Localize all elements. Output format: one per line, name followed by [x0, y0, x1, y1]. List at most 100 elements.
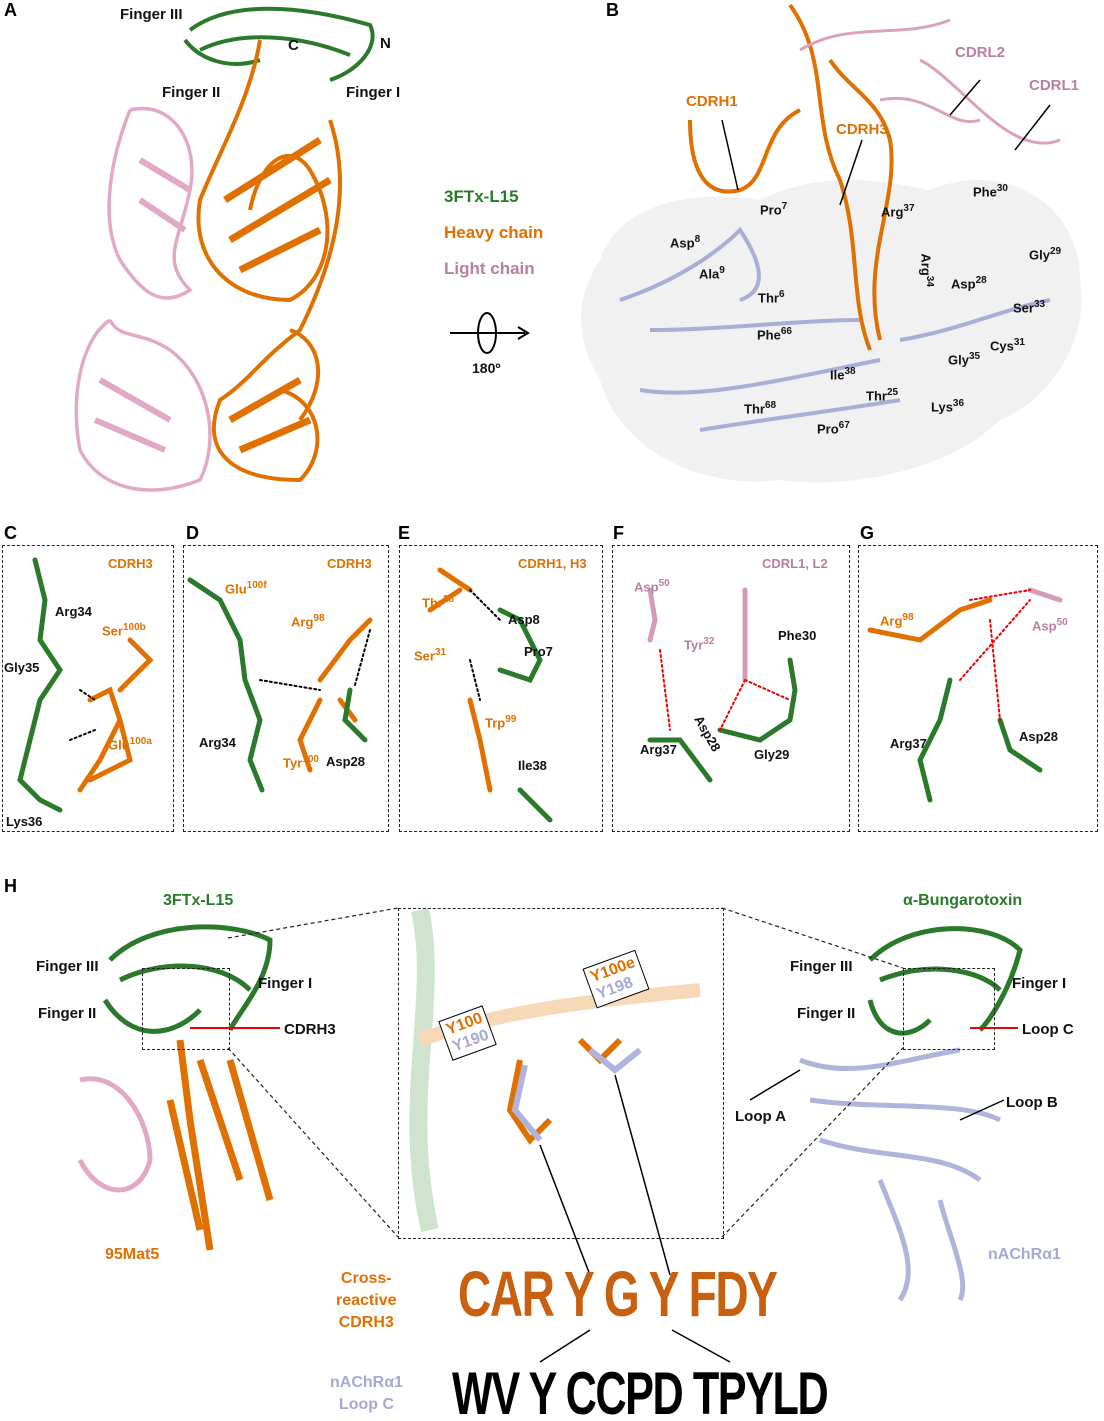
residue-label: Gly35: [948, 351, 981, 368]
panel-label-e: E: [398, 523, 411, 543]
label-arg34: Arg34: [199, 735, 236, 750]
label-cdrl2: CDRL2: [955, 44, 1006, 61]
h-label-finger-iii: Finger III: [36, 958, 99, 975]
h-r-label-finger-i: Finger I: [1012, 975, 1067, 992]
label-ser31: Ser31: [414, 647, 447, 664]
residue-label: Ala9: [699, 265, 725, 282]
h-label-finger-ii: Finger II: [38, 1005, 97, 1022]
h-inset-box: [398, 908, 724, 1239]
panel-b-heavy-chain: [688, 3, 894, 351]
panel-d-title: CDRH3: [327, 556, 372, 571]
residue-label: Pro67: [817, 420, 850, 437]
panel-a-light-chain: [74, 106, 212, 492]
rotation-arrow-icon: [450, 312, 530, 354]
panel-label-d: D: [186, 523, 199, 543]
legend-light-chain: Light chain: [444, 259, 535, 278]
residue-label: Phe30: [973, 183, 1008, 200]
label-asp28: Asp28: [1019, 729, 1059, 744]
h-r-label-finger-ii: Finger II: [797, 1005, 856, 1022]
logo1-label-line: CDRH3: [338, 1314, 394, 1331]
panel-f-title: CDRL1, L2: [762, 556, 828, 571]
logo1-label-line: reactive: [336, 1292, 397, 1309]
label-ser100b: Ser100b: [102, 622, 146, 639]
residue-label: Asp8: [670, 234, 701, 251]
panel-label-a: A: [4, 0, 17, 20]
rotation-label: 180º: [472, 360, 501, 376]
logo1-label: Cross- reactive CDRH3: [336, 1268, 397, 1334]
label-arg34: Arg34: [55, 604, 92, 619]
panel-label-g: G: [860, 523, 875, 543]
residue-label: Thr25: [866, 387, 899, 404]
h-label-antibody: 95Mat5: [105, 1246, 160, 1263]
label-gly35: Gly35: [4, 660, 40, 675]
label-ile38: Ile38: [518, 758, 547, 773]
panel-label-c: C: [4, 523, 17, 543]
label-gly29: Gly29: [754, 747, 790, 762]
h-left-zoom-box: [142, 968, 230, 1050]
label-glu100a: Glu100a: [108, 736, 152, 753]
residue-label: Arg37: [881, 203, 915, 220]
panel-label-h: H: [4, 876, 17, 896]
panel-b-toxin-ribbon: [619, 226, 1051, 432]
h-label-loop-c: Loop C: [1022, 1021, 1074, 1038]
label-c-terminus: C: [288, 37, 299, 54]
panel-a-toxin: [183, 6, 375, 82]
label-trp99: Trp99: [485, 714, 517, 731]
h-label-loop-a: Loop A: [735, 1108, 787, 1125]
label-n-terminus: N: [380, 35, 391, 52]
label-finger-iii: Finger III: [120, 6, 183, 23]
label-glu100f: Glu100f: [225, 580, 267, 597]
panel-c-title: CDRH3: [108, 556, 153, 571]
logo-arrows: [539, 1074, 731, 1363]
h-label-receptor: nAChRα1: [988, 1246, 1061, 1263]
residue-label: Asp28: [951, 275, 987, 292]
label-phe30: Phe30: [778, 628, 817, 643]
label-finger-ii: Finger II: [162, 84, 221, 101]
panel-d-sticks: [187, 577, 373, 793]
residue-label: Lys36: [931, 398, 965, 415]
h-right-title: α-Bungarotoxin: [903, 892, 1023, 909]
zoom-connectors: [227, 907, 904, 1238]
panel-b-light-chain: [799, 18, 1061, 145]
panel-f-box: [612, 545, 850, 832]
label-tyr32: Tyr32: [684, 636, 715, 653]
panel-d-box: [183, 545, 389, 832]
label-cdrh3: CDRH3: [836, 121, 888, 138]
residue-label: Cys31: [990, 337, 1025, 354]
residue-label: Thr6: [758, 289, 785, 306]
panel-h-left-structure: [77, 924, 274, 1251]
panel-c-sticks: [17, 557, 154, 813]
legend-heavy-chain: Heavy chain: [444, 223, 544, 242]
h-label-finger-i: Finger I: [258, 975, 313, 992]
panel-label-f: F: [613, 523, 624, 543]
sequence-logo-loop-c: WV Y CCPD TPYLD: [452, 1360, 829, 1421]
logo2-label-line: nAChRα1: [330, 1374, 403, 1391]
h-left-title: 3FTx-L15: [163, 892, 234, 909]
panel-g-sticks: [867, 587, 1063, 803]
legend-toxin: 3FTx-L15: [444, 187, 519, 206]
logo2-label: nAChRα1 Loop C: [330, 1372, 403, 1416]
label-arg37: Arg37: [890, 736, 927, 751]
panel-b-arrows: [721, 79, 1051, 206]
residue-label: Pro7: [760, 201, 788, 218]
label-tyr100: Tyr100: [283, 754, 319, 771]
label-asp8: Asp8: [508, 612, 540, 627]
panel-g-box: [858, 545, 1098, 832]
panel-e-sticks: [427, 567, 553, 823]
panel-e-box: [399, 545, 603, 832]
label-asp50: Asp50: [634, 578, 670, 595]
residue-label: Thr68: [744, 400, 777, 417]
panel-c-box: [2, 545, 174, 832]
label-arg98: Arg98: [880, 612, 914, 629]
panel-label-b: B: [606, 0, 619, 20]
h-label-loop-b: Loop B: [1006, 1094, 1058, 1111]
panel-f-sticks: [647, 587, 798, 783]
label-pro7: Pro7: [524, 644, 553, 659]
label-asp28: Asp28: [326, 754, 366, 769]
residue-label: Ser33: [1013, 299, 1046, 316]
label-cdrl1: CDRL1: [1029, 77, 1080, 94]
h-right-zoom-box: [903, 968, 995, 1050]
label-cdrh1: CDRH1: [686, 93, 738, 110]
